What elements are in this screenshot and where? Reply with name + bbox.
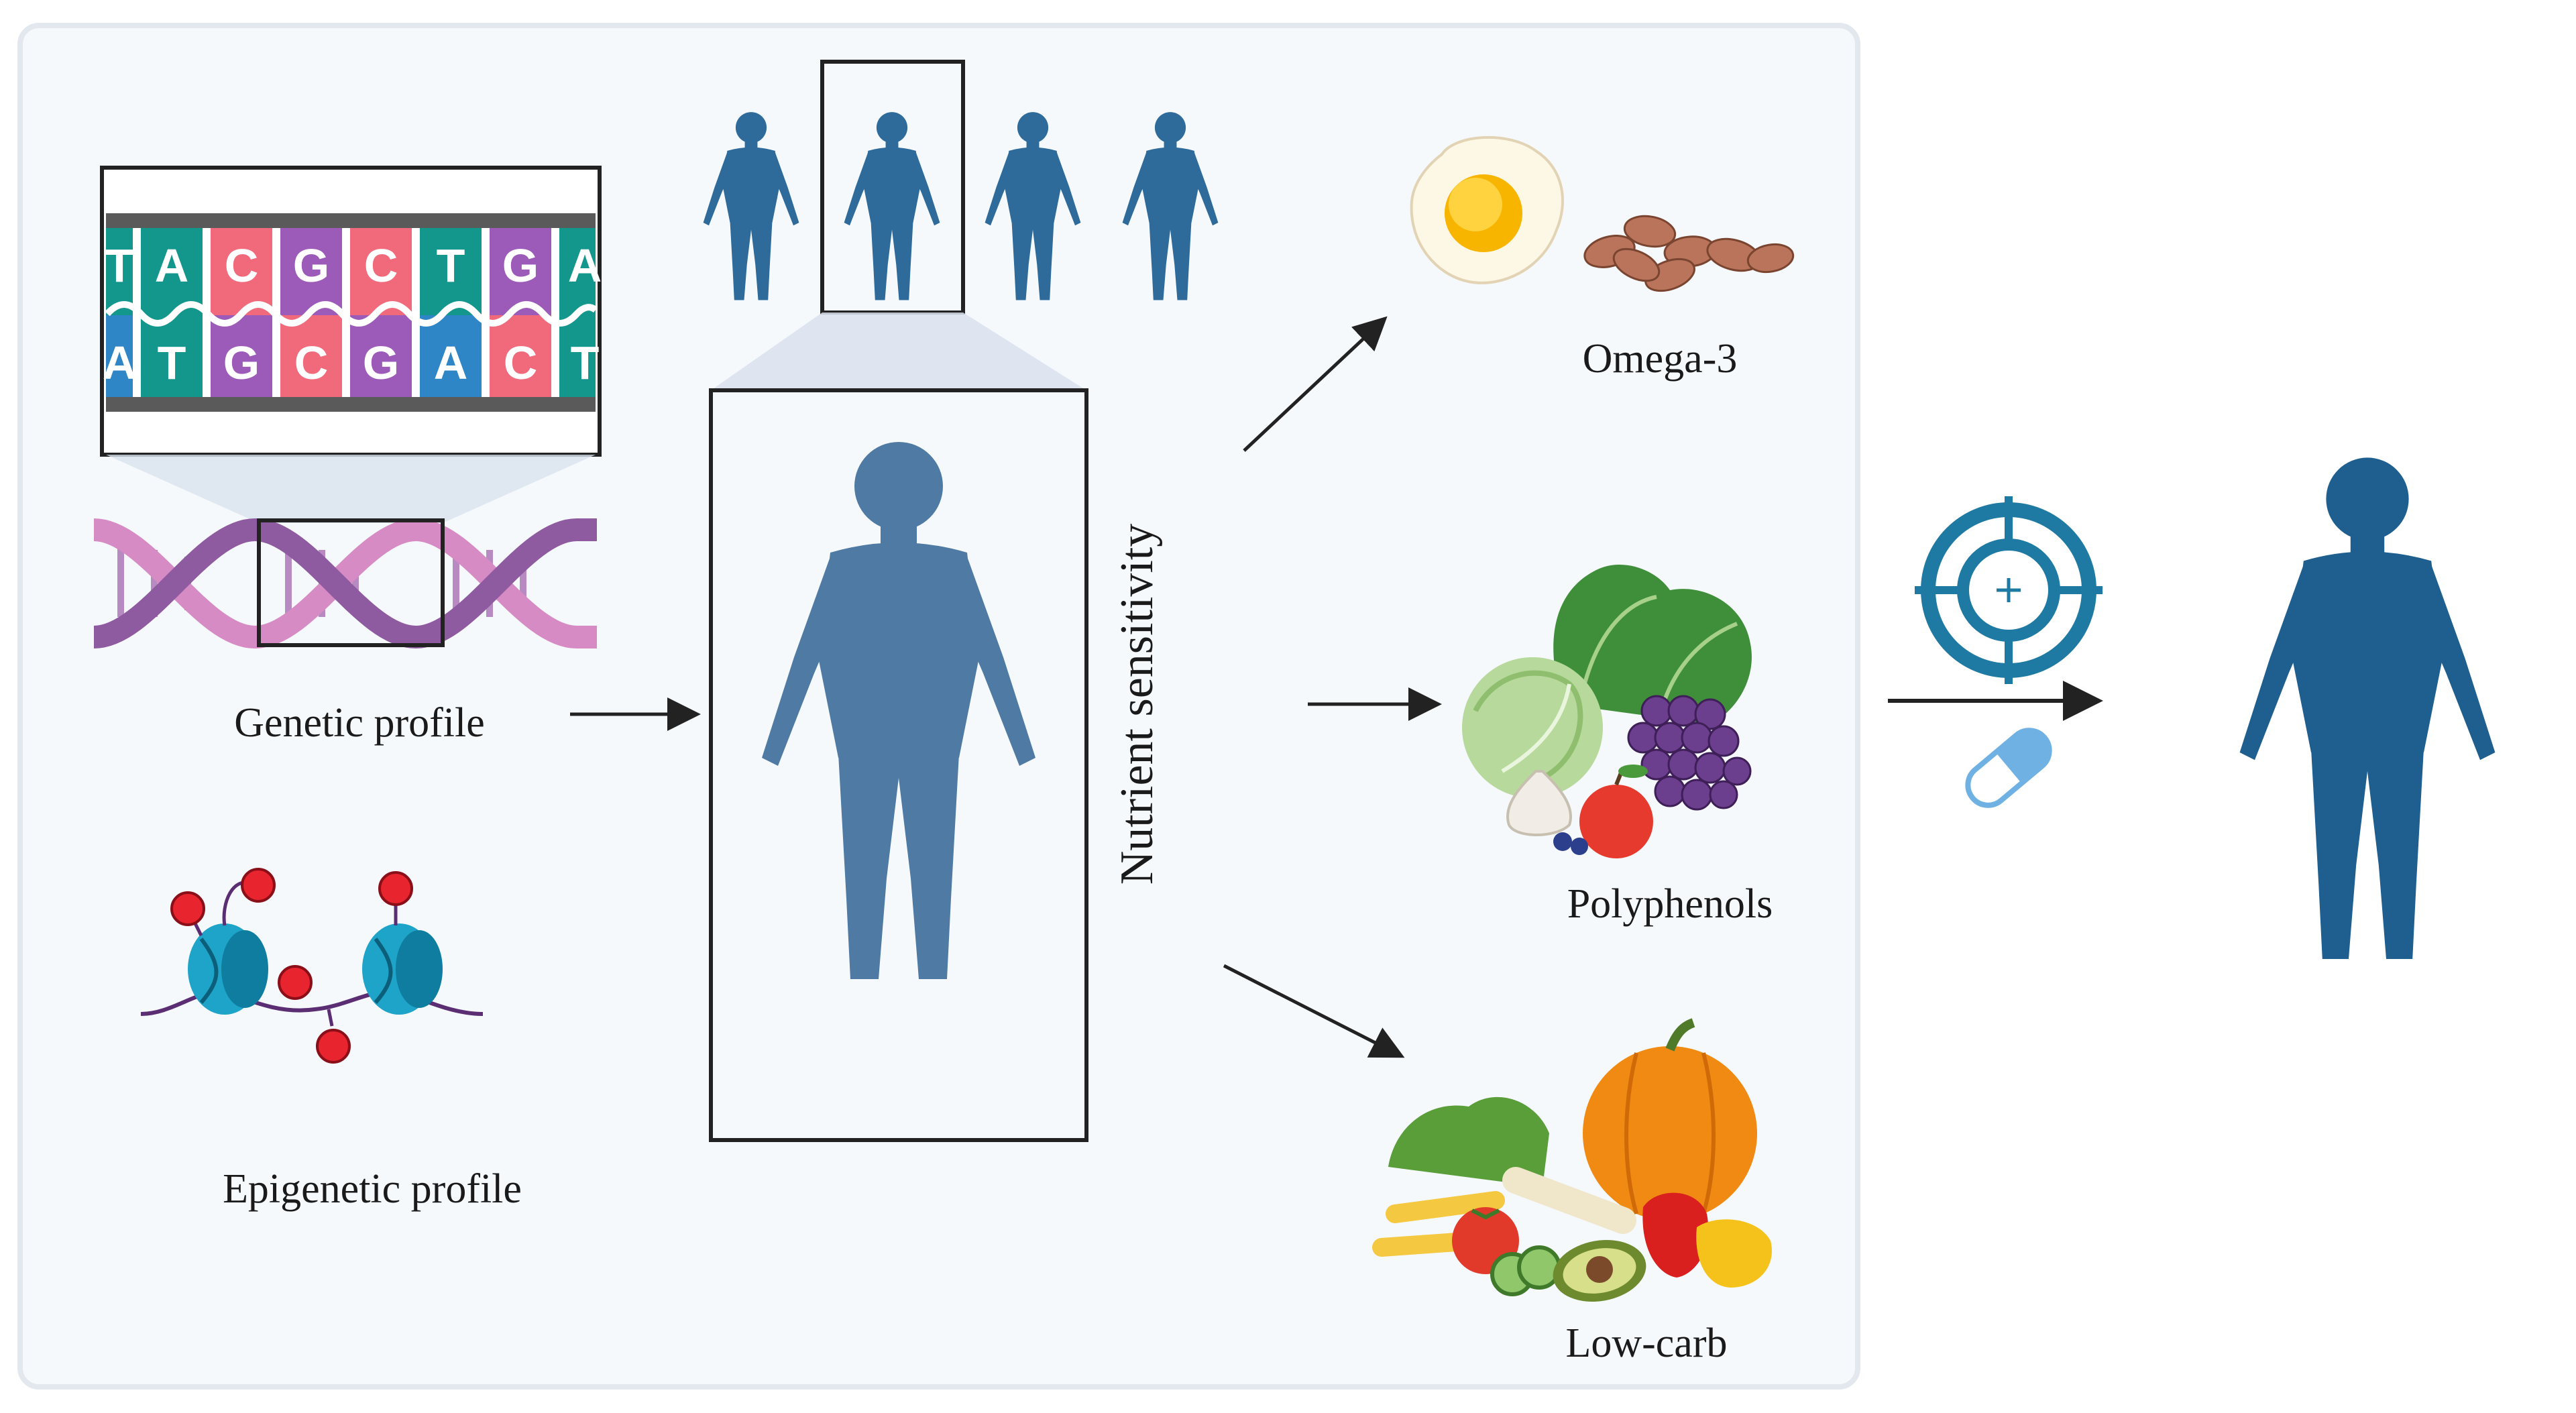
nutrient-sensitivity-label: Nutrient sensitivity (1111, 524, 1163, 885)
polyphenols-label: Polyphenols (1567, 881, 1773, 927)
dna-sequence-icon: T A C G C T G A A T G C G A C T (100, 166, 602, 457)
dna-bottom-base: C (294, 337, 329, 389)
capsule-icon (1965, 728, 2052, 808)
vegetables-fruits-icon (1462, 564, 1752, 858)
dna-top-base: T (437, 239, 465, 292)
low-carb-label: Low-carb (1566, 1320, 1728, 1366)
dna-bottom-base: T (571, 337, 600, 389)
dna-bottom-base: A (103, 337, 137, 389)
double-helix-icon (93, 518, 597, 649)
zoom-wedge (106, 455, 596, 523)
outcome-body-icon (2239, 457, 2496, 959)
dna-top-base: G (293, 239, 329, 292)
epigenetic-profile-label: Epigenetic profile (223, 1166, 522, 1212)
arrow-to-omega3 (1243, 316, 1388, 452)
dna-top-base: C (364, 239, 398, 292)
dna-bottom-base: A (434, 337, 468, 389)
dna-top-base: A (568, 239, 602, 292)
almonds-icon (1583, 215, 1795, 292)
dna-bottom-base: G (363, 337, 399, 389)
arrow-to-lowcarb (1223, 964, 1405, 1058)
dna-top-base: G (502, 239, 539, 292)
population-zoom-wedge (711, 313, 1086, 390)
target-icon (1915, 496, 2103, 684)
dna-top-base: C (225, 239, 259, 292)
dna-top-base: T (105, 239, 134, 292)
dna-bottom-base: C (504, 337, 538, 389)
low-carb-vegetables-icon (1372, 1018, 1772, 1302)
dna-bottom-base: T (158, 337, 186, 389)
genetic-profile-label: Genetic profile (234, 700, 485, 746)
egg-icon (1410, 135, 1564, 284)
nucleosome-methylation-icon (140, 868, 484, 1064)
individual-box (709, 388, 1088, 1142)
dna-top-base: A (155, 239, 189, 292)
omega3-label: Omega-3 (1583, 336, 1738, 382)
helix-highlight-box (257, 518, 445, 647)
dna-bottom-base: G (223, 337, 260, 389)
